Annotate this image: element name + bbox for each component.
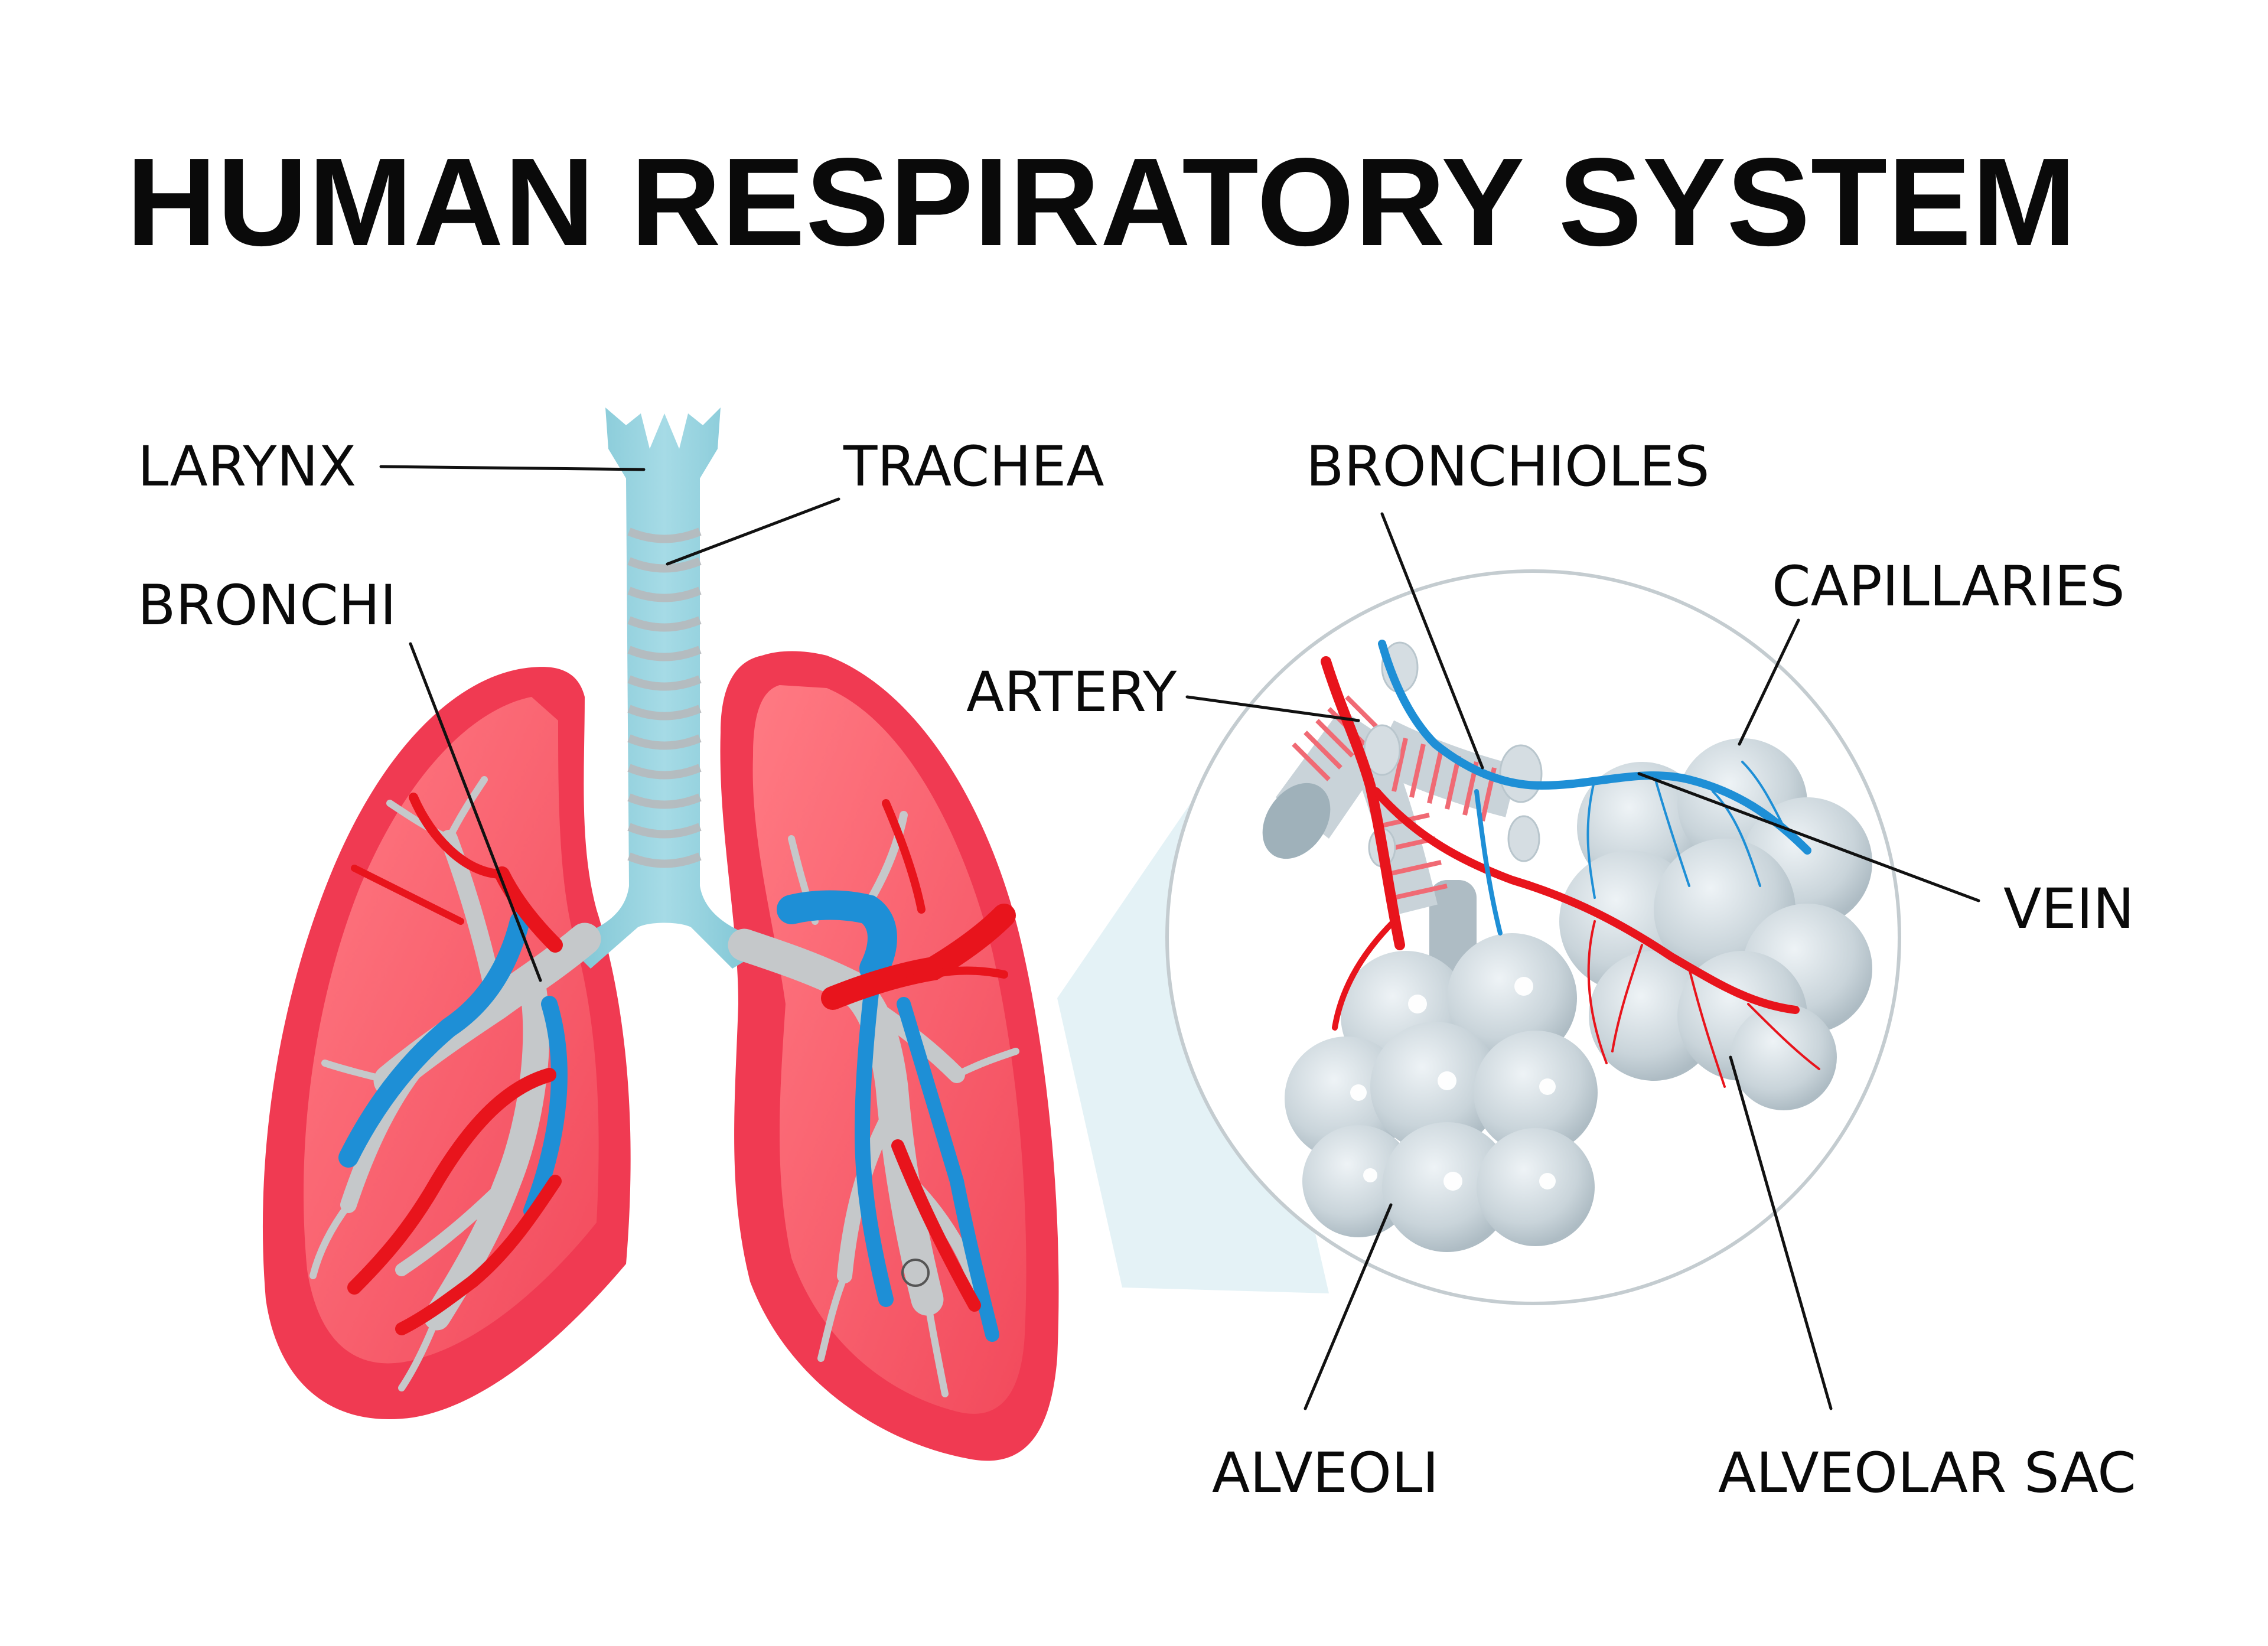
vein-vessel bbox=[1378, 640, 1811, 855]
magnified-vessels bbox=[1321, 640, 1820, 1088]
label-artery: ARTERY bbox=[966, 660, 1177, 725]
labels: LARYNX TRACHEA BRONCHI ARTERY BRONCHIOLE… bbox=[138, 435, 2136, 1505]
leader-lines bbox=[379, 465, 1980, 1410]
trachea-illustration bbox=[567, 408, 762, 969]
label-vein: VEIN bbox=[2003, 877, 2135, 941]
label-larynx: LARYNX bbox=[138, 435, 356, 499]
lungs-illustration bbox=[262, 408, 1059, 1461]
label-capillaries: CAPILLARIES bbox=[1772, 555, 2125, 619]
label-trachea: TRACHEA bbox=[843, 435, 1104, 499]
trachea-rings bbox=[627, 527, 702, 868]
label-bronchioles: BRONCHIOLES bbox=[1306, 435, 1710, 499]
page-title: HUMAN RESPIRATORY SYSTEM bbox=[126, 132, 2077, 272]
label-bronchi: BRONCHI bbox=[138, 573, 396, 638]
label-alveolar-sac: ALVEOLAR SAC bbox=[1718, 1441, 2136, 1505]
alveoli-cluster bbox=[1285, 880, 1598, 1252]
bronchiole-tube bbox=[1262, 641, 1543, 915]
right-vessels bbox=[777, 799, 1016, 1342]
label-alveoli: ALVEOLI bbox=[1212, 1441, 1439, 1505]
lung-marker bbox=[901, 1259, 930, 1287]
magnified-alveoli-illustration bbox=[1165, 569, 1901, 1305]
artery-vessel bbox=[1321, 656, 1405, 950]
left-vessels bbox=[338, 793, 568, 1335]
